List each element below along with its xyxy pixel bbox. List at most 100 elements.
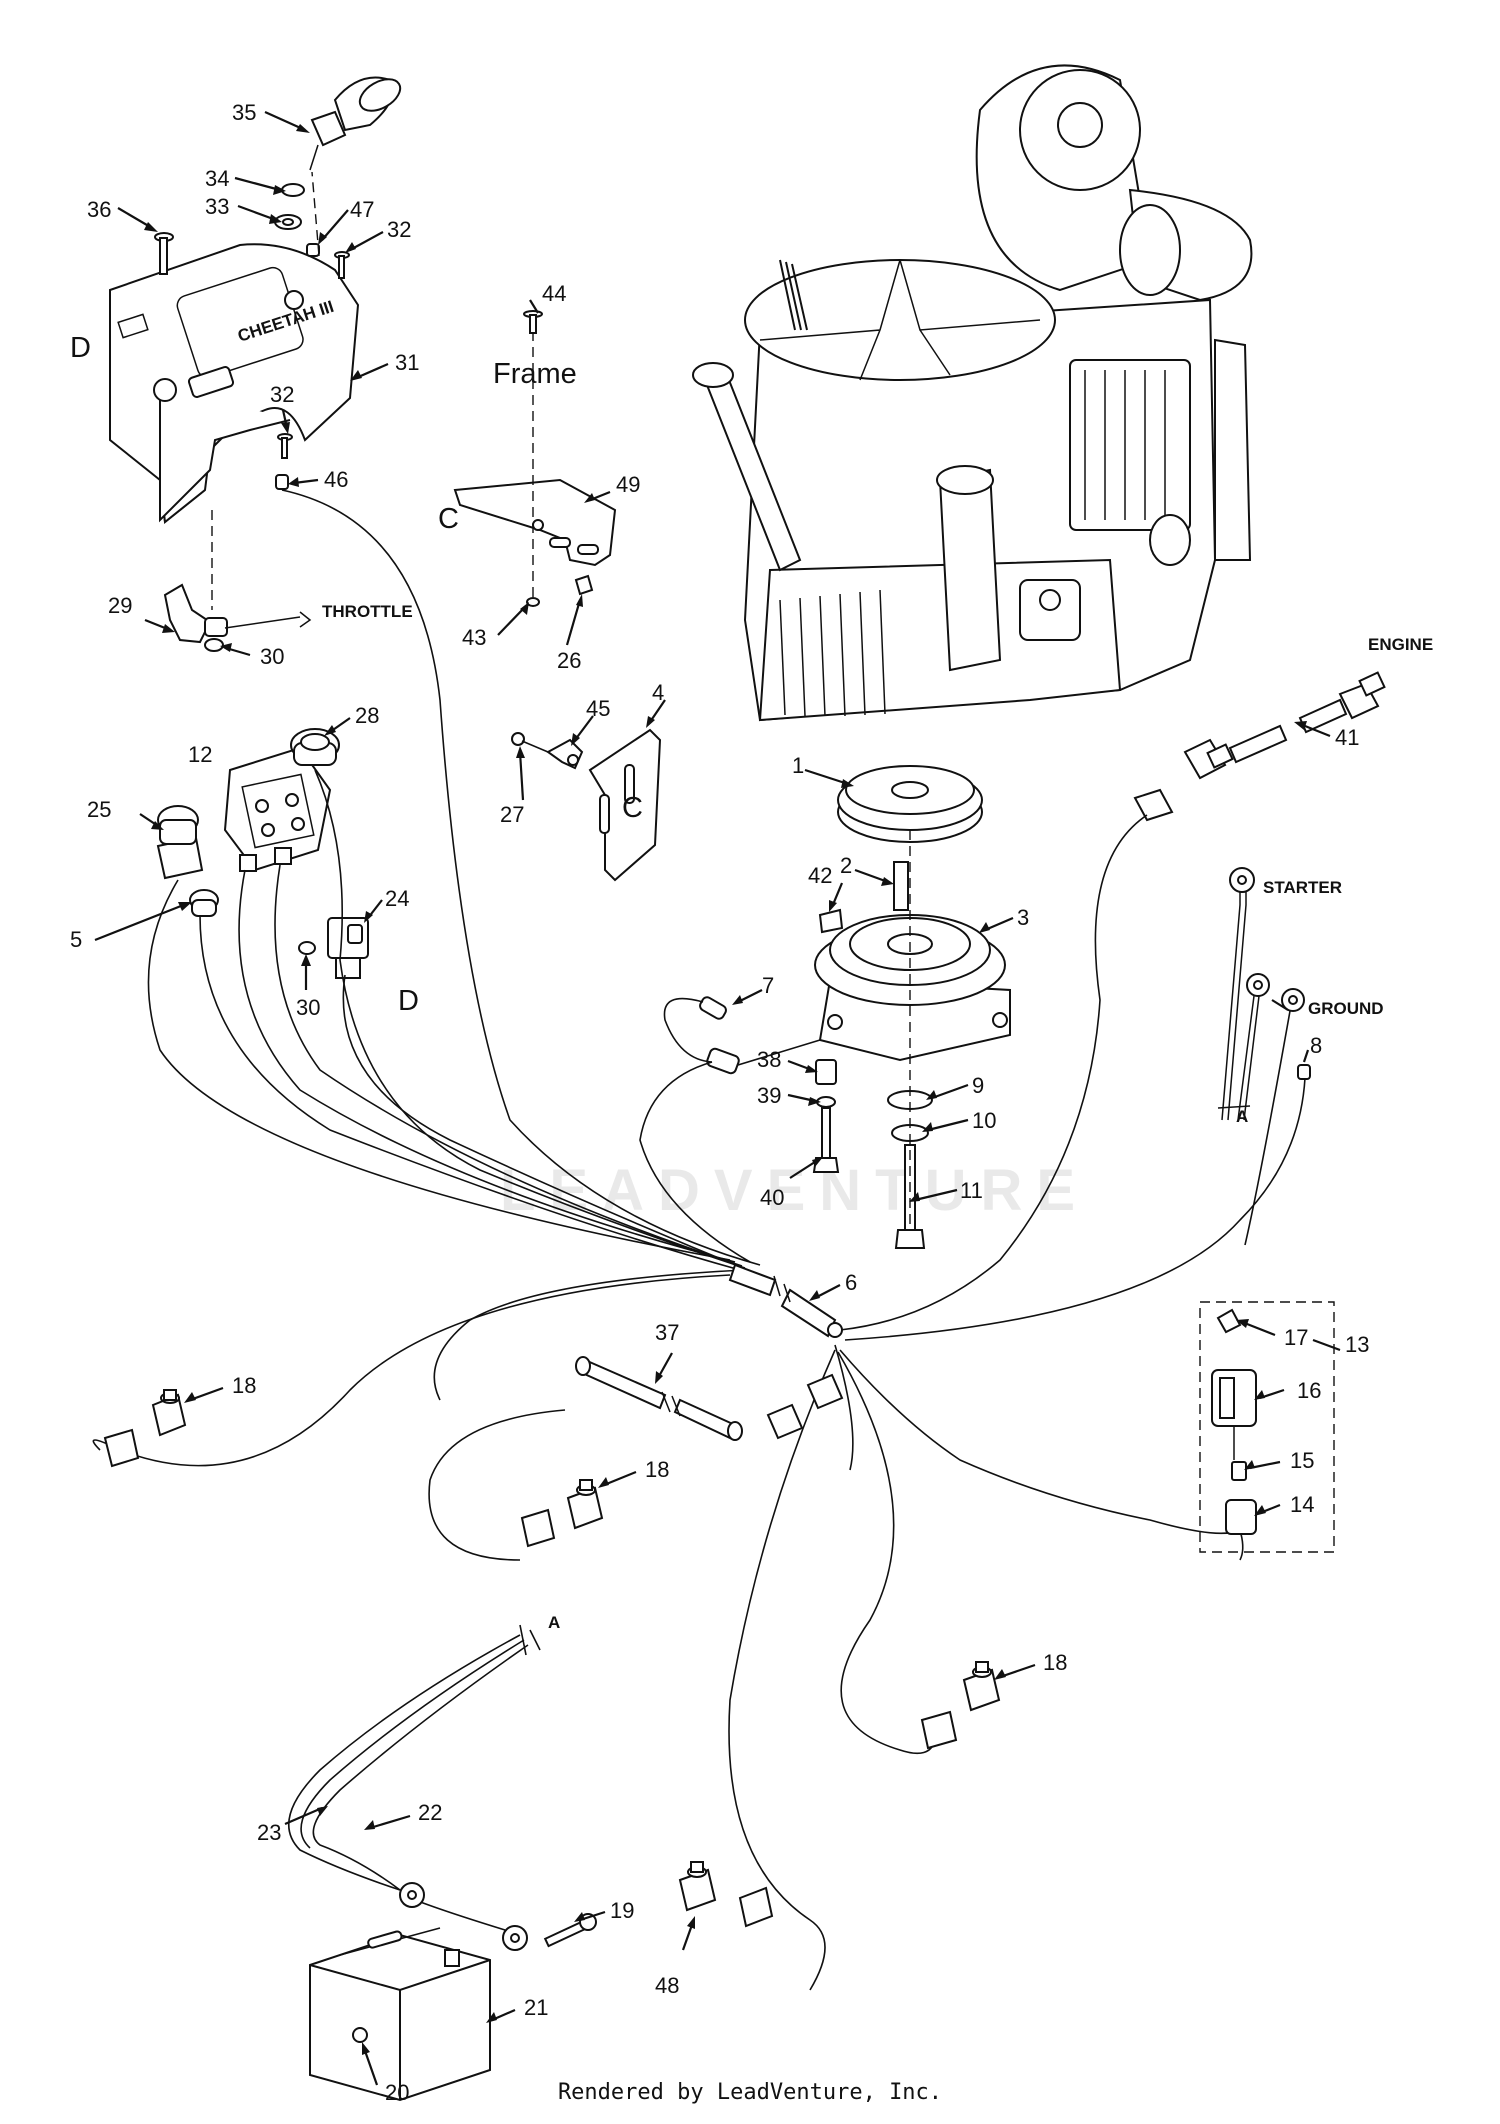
switch-module-12 xyxy=(223,746,332,872)
ref-d-connector: D xyxy=(398,985,419,1017)
label-starter: STARTER xyxy=(1263,878,1342,897)
callout-34: 34 xyxy=(205,166,229,191)
label-throttle: THROTTLE xyxy=(322,602,413,621)
sleeve-6 xyxy=(728,1263,843,1338)
callout-45: 45 xyxy=(586,696,610,721)
starter-cable xyxy=(1221,867,1255,1121)
callout-31: 31 xyxy=(395,350,419,375)
callout-21: 21 xyxy=(524,1995,548,2020)
light-5 xyxy=(189,889,219,917)
callout-3: 3 xyxy=(1017,905,1029,930)
ref-d-panel: D xyxy=(70,332,91,364)
callout-27: 27 xyxy=(500,802,524,827)
harness-41 xyxy=(1183,671,1386,780)
callout-7: 7 xyxy=(762,973,774,998)
callout-24: 24 xyxy=(385,886,409,911)
callout-18-right: 18 xyxy=(1043,1650,1067,1675)
callout-2: 2 xyxy=(840,853,852,878)
callout-11: 11 xyxy=(960,1178,983,1203)
callout-23: 23 xyxy=(257,1820,281,1845)
callout-46: 46 xyxy=(324,467,348,492)
connector-24 xyxy=(327,917,369,979)
callout-4: 4 xyxy=(652,680,664,705)
callout-25: 25 xyxy=(87,797,111,822)
callout-1: 1 xyxy=(792,753,804,778)
callout-30-connector: 30 xyxy=(296,995,320,1020)
screw-32-lower xyxy=(277,433,293,459)
switch-18-right xyxy=(920,1661,1001,1750)
callout-16: 16 xyxy=(1297,1378,1321,1403)
leader-lines xyxy=(94,110,1341,2086)
callout-36: 36 xyxy=(87,197,111,222)
switch-28 xyxy=(290,728,340,766)
callout-19: 19 xyxy=(610,1898,634,1923)
ref-a-starter: A xyxy=(1236,1107,1248,1126)
key-2 xyxy=(893,861,909,911)
holder-14 xyxy=(1225,1499,1257,1561)
throttle-control xyxy=(163,583,312,644)
callout-40: 40 xyxy=(760,1185,784,1210)
ground-cable xyxy=(1237,973,1305,1246)
nut-34 xyxy=(281,183,305,197)
callout-12: 12 xyxy=(188,742,212,767)
callout-26: 26 xyxy=(557,648,581,673)
nut-30-connector xyxy=(298,941,316,955)
callout-44: 44 xyxy=(542,281,566,306)
holder-16 xyxy=(1211,1369,1257,1460)
callout-33: 33 xyxy=(205,194,229,219)
wiring-harness xyxy=(92,489,1306,1991)
connector-engine-side xyxy=(1133,788,1174,822)
nut-43 xyxy=(526,597,540,607)
callout-49: 49 xyxy=(616,472,640,497)
label-frame: Frame xyxy=(493,358,577,390)
footer-credit: Rendered by LeadVenture, Inc. xyxy=(557,2080,943,2105)
callout-labels: 35 34 33 36 47 32 D 31 32 46 29 THROTTLE… xyxy=(70,100,1433,2105)
screw-32-top xyxy=(334,251,350,279)
bolt-40 xyxy=(812,1107,840,1173)
callout-20: 20 xyxy=(385,2080,409,2105)
spacer-38 xyxy=(815,1059,837,1085)
screw-27 xyxy=(511,732,549,753)
pulley-1 xyxy=(837,765,983,843)
connector-7 xyxy=(663,996,821,1075)
group-13-box xyxy=(1199,1301,1335,1553)
callout-38: 38 xyxy=(757,1047,781,1072)
clutch-3 xyxy=(814,914,1011,1062)
callout-29: 29 xyxy=(108,593,132,618)
callout-13: 13 xyxy=(1345,1332,1369,1357)
part-46 xyxy=(275,474,289,490)
callout-17: 17 xyxy=(1284,1325,1308,1350)
callout-9: 9 xyxy=(972,1073,984,1098)
nut-30-throttle xyxy=(204,638,224,652)
switch-48 xyxy=(678,1861,774,1928)
callout-48: 48 xyxy=(655,1973,679,1998)
relay-17 xyxy=(1216,1308,1242,1334)
switch-18-left xyxy=(103,1389,187,1468)
callout-6: 6 xyxy=(845,1270,857,1295)
terminal-8 xyxy=(1297,1064,1311,1080)
ref-a-battery: A xyxy=(548,1613,560,1632)
callout-41: 41 xyxy=(1335,725,1359,750)
callout-18-left: 18 xyxy=(232,1373,256,1398)
callout-32-lower: 32 xyxy=(270,382,294,407)
bolt-19 xyxy=(543,1913,597,1948)
callout-8: 8 xyxy=(1310,1033,1322,1058)
switch-18-middle xyxy=(520,1479,604,1548)
bracket-4 xyxy=(588,728,662,882)
dash-panel: CHEETAH III xyxy=(109,243,360,524)
callout-39: 39 xyxy=(757,1083,781,1108)
callout-30-throttle: 30 xyxy=(260,644,284,669)
callout-10: 10 xyxy=(972,1108,996,1133)
callout-28: 28 xyxy=(355,703,379,728)
engine xyxy=(692,64,1253,722)
part-47 xyxy=(306,243,320,257)
screw-36 xyxy=(154,232,174,275)
switch-25 xyxy=(156,805,204,880)
callout-14: 14 xyxy=(1290,1492,1314,1517)
callout-32-top: 32 xyxy=(387,217,411,242)
fuse-15 xyxy=(1231,1461,1247,1481)
ref-c-bracket: C xyxy=(438,503,459,535)
callout-5: 5 xyxy=(70,927,82,952)
clip-45 xyxy=(546,738,584,770)
